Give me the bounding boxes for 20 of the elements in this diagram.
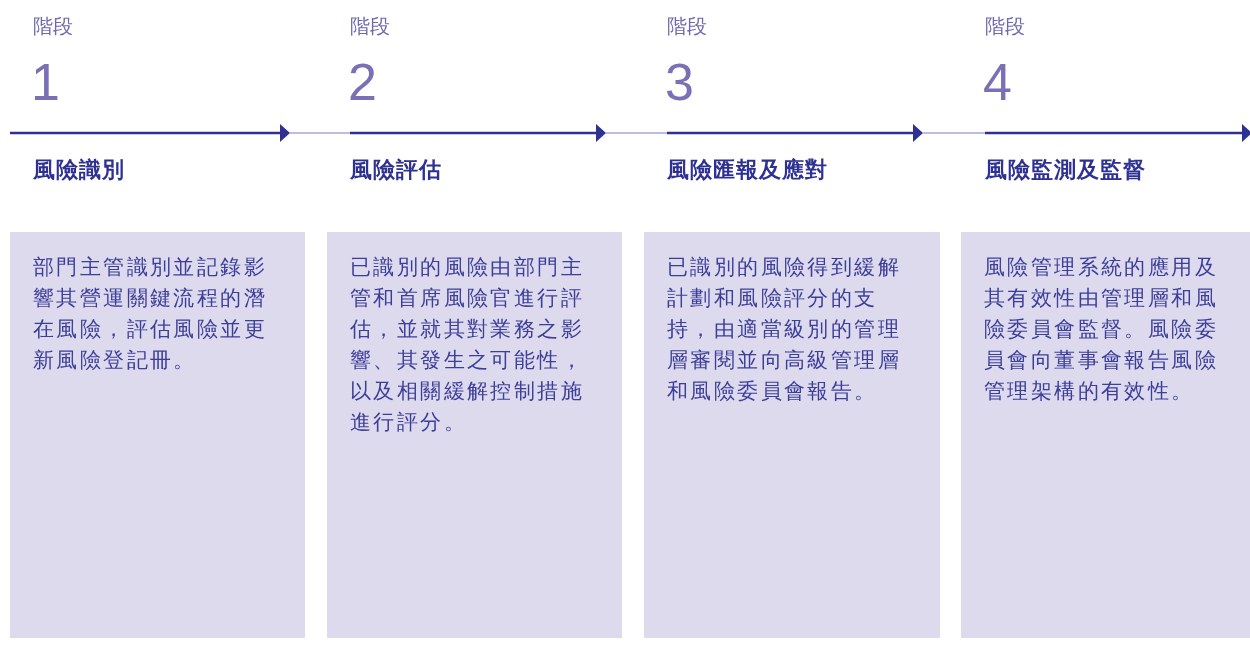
stage-label: 階段 bbox=[350, 14, 390, 38]
stage-title: 風險識別 bbox=[33, 156, 125, 184]
stage-label: 階段 bbox=[667, 14, 707, 38]
stage-box bbox=[961, 232, 1250, 638]
stage-title: 風險監測及監督 bbox=[985, 156, 1146, 184]
stage-box bbox=[327, 232, 622, 638]
stage-number: 4 bbox=[983, 54, 1012, 110]
description-text: 部門主管識別並記錄影響其營運關鍵流程的潛在風險，評估風險並更新風險登記冊。 bbox=[33, 254, 268, 374]
stage-number: 3 bbox=[665, 54, 694, 110]
stage-title: 風險匯報及應對 bbox=[667, 156, 828, 184]
stage-number: 2 bbox=[348, 54, 377, 110]
description-text: 已識別的風險由部門主管和首席風險官進行評估，並就其對業務之影響、其發生之可能性，以及相關緩解控制措施進行評分。 bbox=[350, 254, 585, 436]
stage-label: 階段 bbox=[985, 14, 1025, 38]
description-text: 風險管理系統的應用及其有效性由管理層和風險委員會監督。風險委員會向董事會報告風險管理架構的有效性。 bbox=[984, 254, 1219, 405]
stage-title: 風險評估 bbox=[350, 156, 442, 184]
stage-box bbox=[644, 232, 940, 638]
stage-box bbox=[10, 232, 305, 638]
description-text: 已識別的風險得到緩解計劃和風險評分的支持，由適當級別的管理層審閱並向高級管理層和風險委員會報告。 bbox=[667, 254, 902, 405]
stage-number: 1 bbox=[31, 54, 60, 110]
stage-label: 階段 bbox=[33, 14, 73, 38]
